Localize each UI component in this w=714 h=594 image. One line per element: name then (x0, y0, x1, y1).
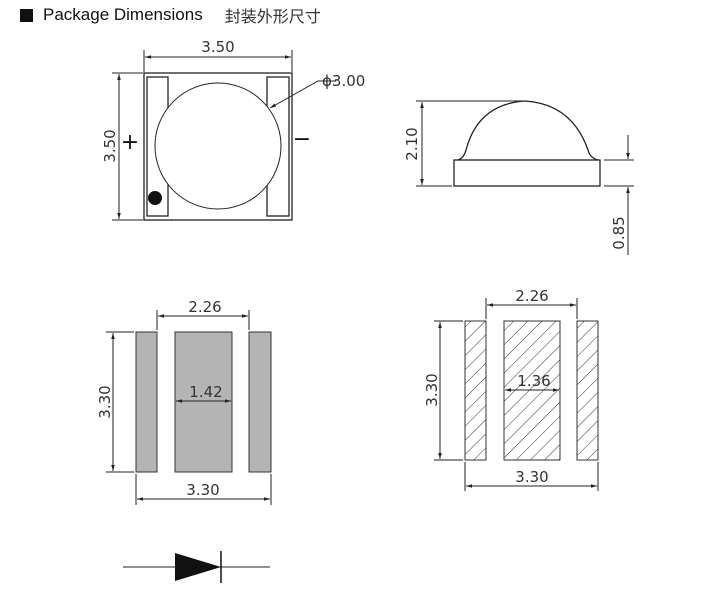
gap-dim: 2.26 (515, 287, 548, 305)
section-title: Package Dimensions (43, 5, 203, 24)
side-view: 2.10 0.85 (403, 100, 634, 255)
height-dim: 3.30 (96, 385, 114, 418)
pad-right (248, 331, 272, 473)
width-dim: 3.50 (201, 38, 234, 56)
pad-center (174, 331, 233, 473)
width-dim: 3.30 (186, 481, 219, 499)
pad-right (576, 320, 599, 461)
base-height-dim: 0.85 (610, 216, 628, 249)
section-header: Package Dimensions 封装外形尺寸 (20, 3, 321, 27)
total-height-dim: 2.10 (403, 127, 421, 160)
recommended-pad: 2.26 1.36 3.30 3.30 (423, 287, 599, 491)
lens-diameter: ϕ3.00 (322, 72, 365, 90)
width-dim: 3.30 (515, 468, 548, 486)
bullet-square-icon (20, 8, 33, 22)
package-outline (143, 72, 293, 221)
pad-left (464, 320, 487, 461)
dome (457, 100, 599, 161)
diode-symbol (123, 551, 270, 583)
pad-layout: 2.26 1.42 3.30 3.30 (96, 298, 272, 505)
center-width-dim: 1.36 (517, 372, 550, 390)
cathode-minus: − (293, 127, 311, 152)
top-view: 3.50 3.50 + − ϕ3.00 (101, 38, 365, 221)
pad-left (135, 331, 158, 473)
polarity-dot (148, 191, 162, 205)
height-dim: 3.30 (423, 373, 441, 406)
base (453, 159, 601, 187)
anode-plus: + (121, 130, 139, 155)
lens-leader (269, 80, 336, 109)
height-dim: 3.50 (101, 129, 119, 162)
section-title-cn: 封装外形尺寸 (224, 7, 321, 26)
gap-dim: 2.26 (188, 298, 221, 316)
diode-triangle-icon (175, 553, 221, 581)
lens-circle (154, 82, 282, 210)
center-width-dim: 1.42 (189, 383, 222, 401)
